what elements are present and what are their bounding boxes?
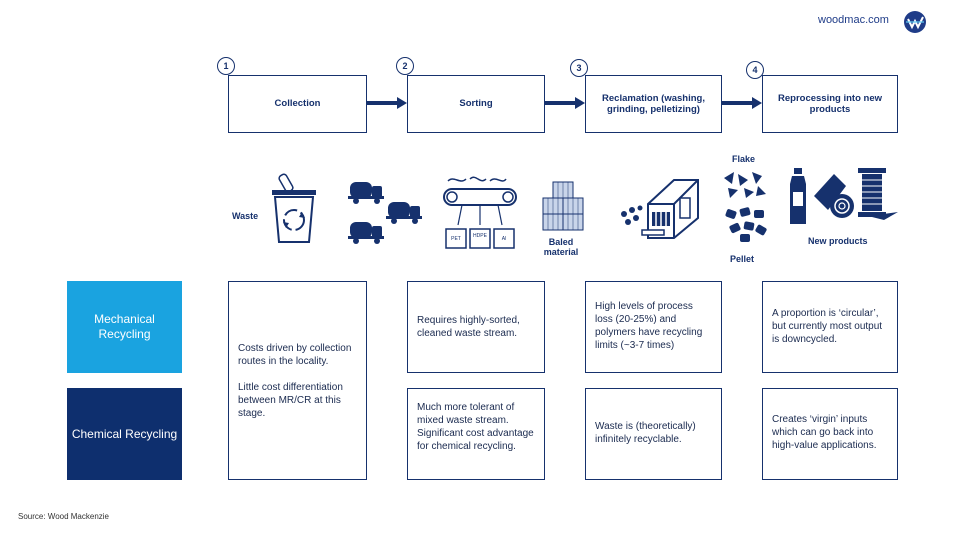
step-sorting-box: Sorting <box>407 75 545 133</box>
step-reprocessing-box: Reprocessing into new products <box>762 75 898 133</box>
step-3-number: 3 <box>570 59 588 77</box>
bin-label-pet: PET <box>451 236 461 242</box>
bin-label-hdpe: HDPE <box>473 233 487 239</box>
bin-label-al: Al <box>501 236 507 242</box>
baled-material-label: Baled material <box>543 237 579 258</box>
step-1-number: 1 <box>217 57 235 75</box>
flake-pellet-icon <box>724 172 767 242</box>
waste-label: Waste <box>232 211 259 221</box>
baled-material-icon <box>542 181 584 231</box>
pellet-label: Pellet <box>730 254 755 264</box>
step-4-number: 4 <box>746 61 764 79</box>
cell-chemical-sorting-text: Much more tolerant of mixed waste stream… <box>417 402 534 452</box>
source-note: Source: Wood Mackenzie <box>18 512 110 521</box>
new-products-label: New products <box>808 236 868 246</box>
step-reclamation-box: Reclamation (washing, grinding, pelletiz… <box>585 75 722 133</box>
step-reprocessing-label: Reprocessing into new products <box>778 92 882 115</box>
cell-collection-shared: Costs driven by collection routes in the… <box>228 281 367 480</box>
flake-label: Flake <box>732 154 756 164</box>
cell-mechanical-sorting: Requires highly-sorted, cleaned waste st… <box>407 281 545 373</box>
cell-chemical-reprocessing-text: Creates ‘virgin’ inputs which can go bac… <box>772 414 877 451</box>
truck-icon <box>348 182 422 244</box>
sorting-conveyor-icon <box>443 176 517 249</box>
reclamation-machine-icon <box>621 179 699 239</box>
new-products-icon <box>790 168 898 224</box>
row-label-mechanical: Mechanical Recycling <box>67 281 182 373</box>
cell-chemical-sorting: Much more tolerant of mixed waste stream… <box>407 388 545 480</box>
cell-chemical-reclamation-text: Waste is (theoretically) infinitely recy… <box>595 421 696 445</box>
step-collection-label: Collection <box>274 98 321 110</box>
arrow-right-icon <box>545 97 585 109</box>
recycling-bin-icon <box>272 173 316 243</box>
step-2-number: 2 <box>396 57 414 75</box>
row-label-chemical: Chemical Recycling <box>67 388 182 480</box>
step-sorting-label: Sorting <box>459 98 493 110</box>
cell-chemical-reprocessing: Creates ‘virgin’ inputs which can go bac… <box>762 388 898 480</box>
cell-collection-text-1: Costs driven by collection routes in the… <box>238 342 352 367</box>
cell-chemical-reclamation: Waste is (theoretically) infinitely recy… <box>585 388 722 480</box>
brand-site-text[interactable]: woodmac.com <box>818 14 889 26</box>
cell-mechanical-sorting-text: Requires highly-sorted, cleaned waste st… <box>417 315 520 339</box>
step-reclamation-label: Reclamation (washing, grinding, pelletiz… <box>602 92 705 115</box>
arrow-right-icon <box>367 97 407 109</box>
cell-collection-text-2: Little cost differentiation between MR/C… <box>238 381 343 419</box>
cell-mechanical-reclamation-text: High levels of process loss (20-25%) and… <box>595 301 703 351</box>
cell-mechanical-reprocessing: A proportion is ‘circular’, but currentl… <box>762 281 898 373</box>
step-collection-box: Collection <box>228 75 367 133</box>
row-label-mechanical-text: Mechanical Recycling <box>94 312 155 341</box>
row-label-chemical-text: Chemical Recycling <box>71 426 178 441</box>
woodmac-logo-icon <box>904 11 926 33</box>
cell-mechanical-reprocessing-text: A proportion is ‘circular’, but currentl… <box>772 308 883 345</box>
arrow-right-icon <box>722 97 762 109</box>
cell-mechanical-reclamation: High levels of process loss (20-25%) and… <box>585 281 722 373</box>
